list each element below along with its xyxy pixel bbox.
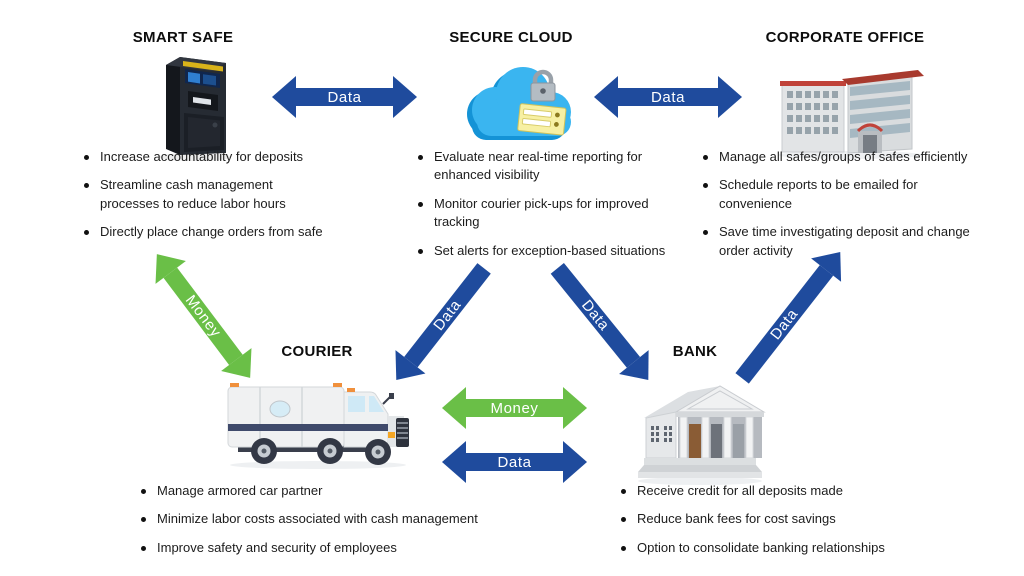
bullet-icon — [84, 155, 89, 160]
list-item: Directly place change orders from safe — [84, 223, 359, 241]
bullet-text: Receive credit for all deposits made — [637, 483, 843, 498]
arrow-label: Data — [497, 453, 532, 471]
arrow-cloud-office: Data — [594, 76, 742, 118]
arrowhead-left-icon — [272, 76, 296, 118]
list-item: Increase accountability for deposits — [84, 148, 359, 166]
arrow-safe-cloud: Data — [272, 76, 417, 118]
arrow-label: Data — [578, 296, 614, 334]
bullet-icon — [621, 545, 626, 551]
courier-title: COURIER — [281, 343, 353, 360]
bullet-icon — [141, 489, 146, 494]
secure-cloud-illustration — [467, 67, 571, 140]
bullet-text: Save time investigating deposit and chan… — [719, 224, 970, 258]
secure-cloud-title: SECURE CLOUD — [449, 29, 573, 46]
list-item: Reduce bank fees for cost savings — [621, 510, 941, 528]
arrow-courier-bank-data: Data — [442, 441, 587, 483]
bank-icon — [630, 372, 770, 487]
bank-title: BANK — [672, 343, 718, 360]
secure-cloud-bullet-list: Evaluate near real-time reporting for en… — [418, 148, 703, 270]
smart-safe-illustration — [159, 57, 231, 161]
bullet-text: Schedule reports to be emailed for conve… — [719, 177, 918, 211]
arrowhead-right-icon — [563, 441, 587, 483]
arrowhead-right-icon — [393, 76, 417, 118]
bullet-icon — [418, 155, 423, 160]
arrow-cloud-bank: Data — [541, 255, 664, 393]
arrow-shaft: Data — [403, 262, 491, 368]
list-item: Evaluate near real-time reporting for en… — [418, 148, 703, 185]
list-item: Streamline cash management processes to … — [84, 176, 359, 213]
list-item: Set alerts for exception-based situation… — [418, 242, 703, 260]
bullet-text: Set alerts for exception-based situation… — [434, 242, 666, 258]
bullet-icon — [621, 489, 626, 494]
bullet-text: Increase accountability for deposits — [100, 149, 304, 164]
bullet-text: Minimize labor costs associated with cas… — [157, 511, 478, 527]
arrow-shaft: Data — [618, 88, 718, 106]
arrow-shaft: Data — [296, 88, 393, 106]
bank-bullet-list: Receive credit for all deposits made Red… — [621, 482, 941, 567]
arrow-shaft: Data — [735, 264, 833, 384]
bullet-icon — [84, 230, 89, 236]
bullet-icon — [703, 183, 708, 189]
lock-icon — [532, 69, 554, 84]
smart-safe-icon — [148, 52, 243, 162]
arrow-cloud-courier: Data — [380, 255, 501, 393]
bullet-text: Monitor courier pick-ups for improved tr… — [434, 195, 649, 230]
arrowhead-left-icon — [594, 76, 618, 118]
list-item: Schedule reports to be emailed for conve… — [703, 176, 1008, 213]
secure-cloud-icon — [455, 52, 585, 162]
bullet-icon — [141, 545, 146, 551]
bullet-text: Streamline cash management processes to … — [100, 177, 286, 211]
arrow-label: Data — [327, 88, 362, 106]
smart-safe-bullet-list: Increase accountability for deposits Str… — [84, 148, 359, 252]
arrow-shaft: Data — [551, 262, 641, 368]
bullet-text: Improve safety and security of employees — [157, 539, 397, 555]
arrow-label: Money — [182, 291, 225, 341]
bullet-text: Manage all safes/groups of safes efficie… — [719, 149, 968, 164]
arrowhead-left-icon — [442, 441, 466, 483]
bullet-text: Directly place change orders from safe — [100, 224, 323, 240]
arrowhead-left-icon — [442, 387, 466, 429]
list-item: Option to consolidate banking relationsh… — [621, 539, 941, 557]
bullet-icon — [703, 230, 708, 236]
arrow-safe-courier: Money — [140, 241, 267, 390]
arrow-courier-bank-money: Money — [442, 387, 587, 429]
smart-safe-title: SMART SAFE — [132, 29, 234, 46]
bullet-text: Option to consolidate banking relationsh… — [637, 539, 885, 555]
list-item: Monitor courier pick-ups for improved tr… — [418, 195, 703, 232]
corporate-office-illustration — [778, 70, 924, 159]
arrow-label: Data — [429, 296, 465, 334]
bullet-icon — [703, 155, 708, 160]
arrow-shaft: Money — [466, 399, 563, 417]
bullet-icon — [84, 183, 89, 189]
list-item: Improve safety and security of employees — [141, 539, 531, 557]
list-item: Receive credit for all deposits made — [621, 482, 941, 500]
list-item: Minimize labor costs associated with cas… — [141, 510, 531, 528]
bullet-icon — [141, 517, 146, 523]
bullet-icon — [621, 517, 626, 523]
corporate-office-title: CORPORATE OFFICE — [765, 29, 925, 46]
courier-truck-icon — [218, 372, 413, 472]
bullet-text: Reduce bank fees for cost savings — [637, 511, 836, 527]
list-item: Manage armored car partner — [141, 482, 531, 500]
armored-truck-illustration — [227, 383, 409, 469]
arrow-label: Data — [766, 305, 802, 343]
corporate-office-icon — [770, 55, 930, 160]
bullet-text: Manage armored car partner — [157, 483, 323, 498]
courier-bullet-list: Manage armored car partner Minimize labo… — [141, 482, 531, 567]
arrow-shaft: Data — [466, 453, 563, 471]
arrow-label: Money — [490, 399, 539, 417]
list-item: Save time investigating deposit and chan… — [703, 223, 1008, 260]
corporate-office-bullet-list: Manage all safes/groups of safes efficie… — [703, 148, 1008, 270]
arrow-label: Data — [650, 88, 686, 106]
list-item: Manage all safes/groups of safes efficie… — [703, 148, 1008, 166]
bank-building-illustration — [638, 385, 766, 485]
bullet-icon — [418, 201, 423, 207]
bullet-icon — [418, 248, 423, 254]
arrowhead-right-icon — [563, 387, 587, 429]
arrow-shaft: Money — [163, 267, 244, 365]
arrowhead-right-icon — [718, 76, 742, 118]
bullet-text: Evaluate near real-time reporting for en… — [434, 149, 643, 183]
